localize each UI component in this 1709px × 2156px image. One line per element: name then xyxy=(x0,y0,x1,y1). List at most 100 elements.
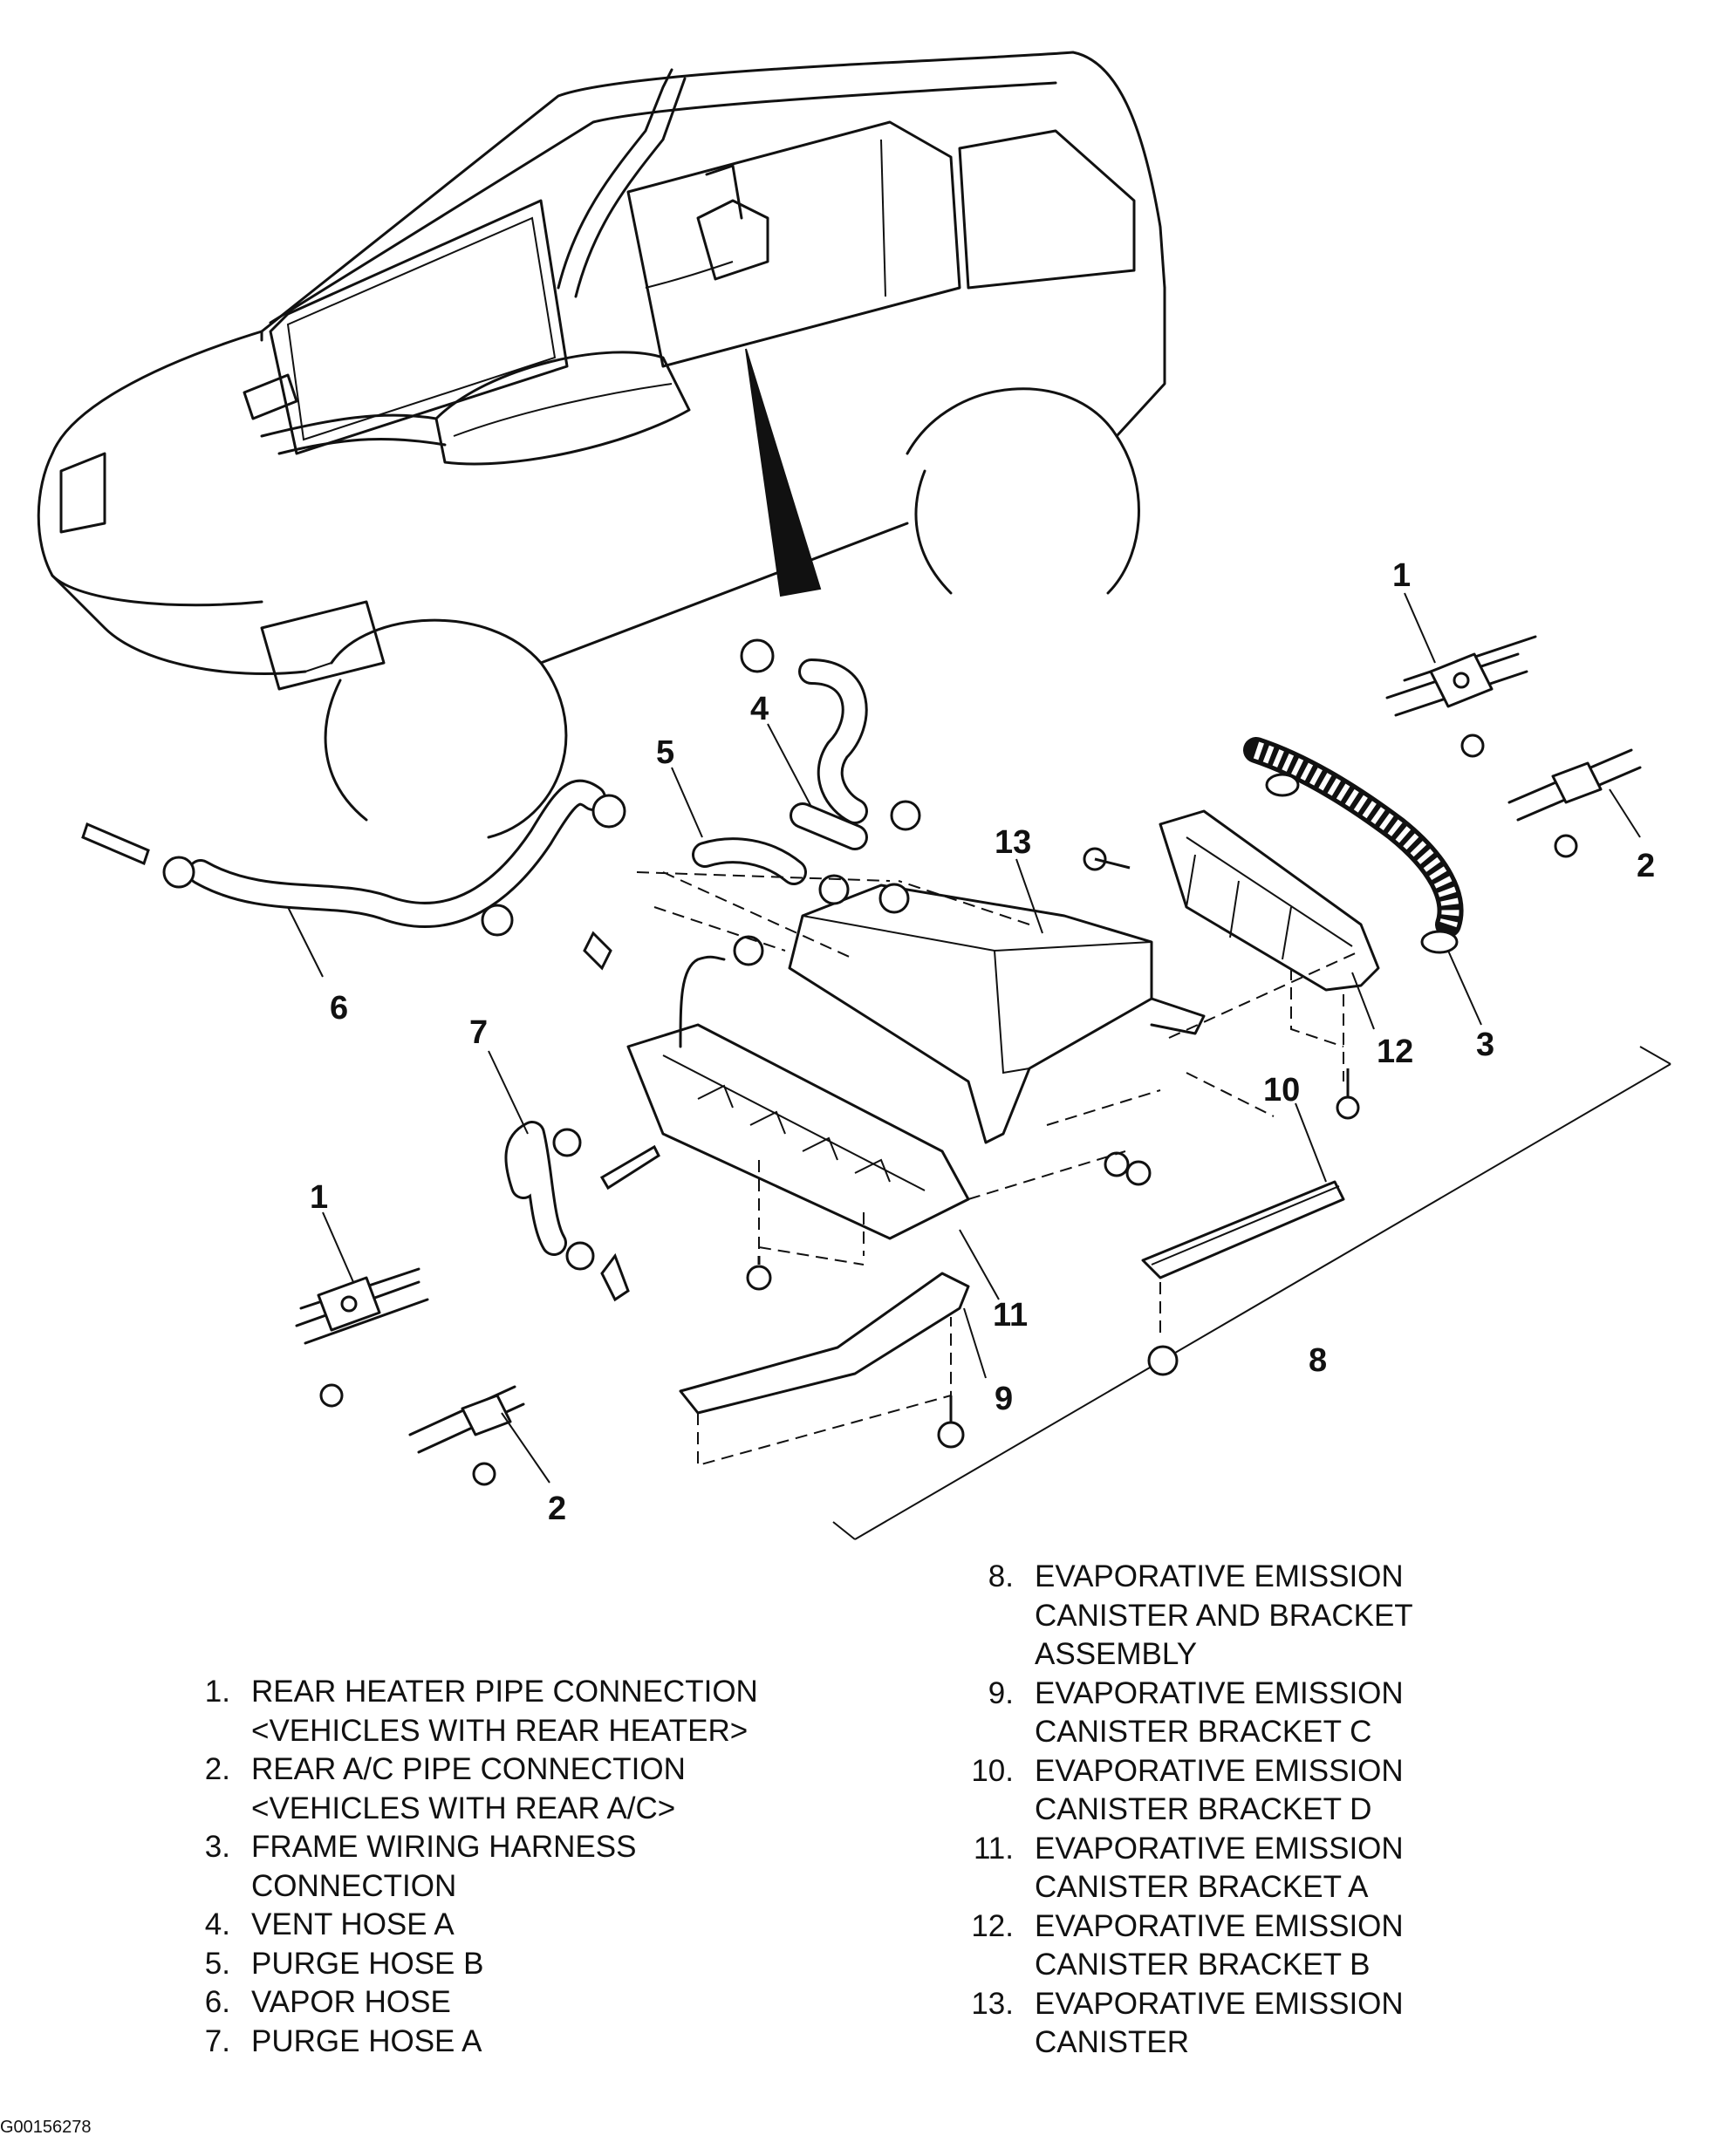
legend-item: 8. EVAPORATIVE EMISSION CANISTER AND BRACK… xyxy=(958,1558,1413,1675)
legend-item-text: VAPOR HOSE xyxy=(251,1983,451,2023)
legend-item: 1. REAR HEATER PIPE CONNECTION <VEHICLES W… xyxy=(174,1673,758,1750)
legend-item-text: EVAPORATIVE EMISSION CANISTER BRACKET D xyxy=(1035,1752,1404,1830)
legend-item-text: PURGE HOSE B xyxy=(251,1945,483,1984)
callout-4: 4 xyxy=(750,691,769,727)
purge-hose-b xyxy=(692,837,807,885)
figure-id: G00156278 xyxy=(0,2118,92,2137)
legend-item: 12. EVAPORATIVE EMISSION CANISTER BRACKET … xyxy=(958,1907,1413,1985)
legend-item-text: FRAME WIRING HARNESS CONNECTION xyxy=(251,1828,636,1906)
legend-item-line: ASSEMBLY xyxy=(1035,1637,1198,1671)
legend-item-line: VENT HOSE A xyxy=(251,1907,455,1941)
legend-item-number: 11. xyxy=(973,1831,1014,1866)
legend-item-line: VAPOR HOSE xyxy=(251,1985,451,2019)
callout-6: 6 xyxy=(330,990,348,1027)
legend-item: 5. PURGE HOSE B xyxy=(174,1945,758,1984)
legend-item-text: REAR A/C PIPE CONNECTION <VEHICLES WITH R… xyxy=(251,1750,686,1828)
legend-item-line: EVAPORATIVE EMISSION xyxy=(1035,1753,1404,1788)
purge-hose-a xyxy=(504,1121,567,1256)
callout-3: 3 xyxy=(1476,1027,1494,1063)
legend-item-line: CANISTER AND BRACKET xyxy=(1035,1598,1413,1633)
legend-item: 11. EVAPORATIVE EMISSION CANISTER BRACKET … xyxy=(958,1830,1413,1907)
callout-11: 11 xyxy=(993,1297,1028,1334)
legend-item: 9. EVAPORATIVE EMISSION CANISTER BRACKET C xyxy=(958,1675,1413,1752)
legend-item: 2. REAR A/C PIPE CONNECTION <VEHICLES WITH… xyxy=(174,1750,758,1828)
legend-item-line: CONNECTION xyxy=(251,1868,457,1903)
legend-item-line: REAR HEATER PIPE CONNECTION xyxy=(251,1675,758,1709)
legend-item: 7. PURGE HOSE A xyxy=(174,2023,758,2062)
fuel-tank-and-piping xyxy=(243,68,769,466)
detail-pointer xyxy=(745,348,822,597)
legend-item-number: 1. xyxy=(204,1675,230,1709)
legend-item-line: CANISTER BRACKET D xyxy=(1035,1792,1372,1826)
callout-7: 7 xyxy=(469,1014,488,1051)
callout-1-left: 1 xyxy=(310,1179,328,1216)
legend-item-text: EVAPORATIVE EMISSION CANISTER BRACKET B xyxy=(1035,1907,1404,1985)
legend-item-line: EVAPORATIVE EMISSION xyxy=(1035,1559,1404,1593)
canister-bracket-c xyxy=(679,1272,970,1467)
legend-item-line: REAR A/C PIPE CONNECTION xyxy=(251,1752,686,1786)
exploded-parts-diagram: 1 2 3 4 5 6 7 8 9 10 11 12 13 1 2 xyxy=(37,51,1671,1540)
hose-clamps xyxy=(162,638,921,1302)
legend-item-number: 10. xyxy=(971,1753,1014,1788)
legend-item-number: 13. xyxy=(971,1986,1014,2021)
legend-item-number: 5. xyxy=(204,1946,230,1981)
canister-bracket-a xyxy=(626,1023,970,1266)
rear-heater-pipe-connection-right xyxy=(1385,635,1537,717)
legend-item-text: REAR HEATER PIPE CONNECTION <VEHICLES WIT… xyxy=(251,1673,758,1750)
callout-numbers: 1 2 3 4 5 6 7 8 9 10 11 12 13 1 2 xyxy=(310,557,1655,1527)
legend-item-line: EVAPORATIVE EMISSION xyxy=(1035,1986,1404,2021)
legend-item-number: 9. xyxy=(988,1675,1014,1710)
callout-2-right: 2 xyxy=(1637,848,1655,884)
legend-item-number: 12. xyxy=(971,1908,1014,1943)
legend-item-number: 7. xyxy=(204,2023,230,2058)
callout-5: 5 xyxy=(656,734,674,771)
legend-left: 1. REAR HEATER PIPE CONNECTION <VEHICLES W… xyxy=(174,1673,758,2061)
canister-pipe xyxy=(679,955,726,1048)
rear-ac-pipe-connection-left xyxy=(408,1385,525,1454)
legend-item: 6. VAPOR HOSE xyxy=(174,1983,758,2023)
legend-item: 13. EVAPORATIVE EMISSION CANISTER xyxy=(958,1985,1413,2063)
callout-1-right: 1 xyxy=(1392,557,1411,594)
legend-item-text: PURGE HOSE A xyxy=(251,2023,482,2062)
legend-item: 4. VENT HOSE A xyxy=(174,1906,758,1945)
legend-item-text: EVAPORATIVE EMISSION CANISTER xyxy=(1035,1985,1404,2063)
legend-item-line: <VEHICLES WITH REAR HEATER> xyxy=(251,1713,749,1748)
legend-item-line: <VEHICLES WITH REAR A/C> xyxy=(251,1791,676,1825)
legend-item-line: EVAPORATIVE EMISSION xyxy=(1035,1908,1404,1943)
callout-2-left: 2 xyxy=(548,1491,566,1527)
legend-item-line: CANISTER BRACKET B xyxy=(1035,1948,1371,1982)
legend-item-number: 4. xyxy=(204,1907,230,1941)
legend-right: 8. EVAPORATIVE EMISSION CANISTER AND BRACK… xyxy=(958,1558,1413,2063)
canister-bracket-b xyxy=(1159,809,1380,1081)
legend-item-text: EVAPORATIVE EMISSION CANISTER BRACKET A xyxy=(1035,1830,1404,1907)
legend-item-line: PURGE HOSE B xyxy=(251,1946,484,1981)
legend-item-text: EVAPORATIVE EMISSION CANISTER AND BRACKET… xyxy=(1035,1558,1413,1675)
rear-heater-pipe-connection-left xyxy=(295,1267,429,1345)
callout-8: 8 xyxy=(1309,1342,1327,1379)
assembly-bracket-line xyxy=(832,1046,1671,1540)
legend-item-number: 2. xyxy=(204,1752,230,1786)
callout-9: 9 xyxy=(995,1381,1013,1417)
legend-item-line: FRAME WIRING HARNESS xyxy=(251,1830,637,1864)
legend-item-line: PURGE HOSE A xyxy=(251,2023,482,2058)
vapor-hose xyxy=(188,779,606,928)
leader-lines xyxy=(287,592,1641,1484)
fasteners xyxy=(81,733,1578,1486)
callout-10: 10 xyxy=(1263,1072,1300,1109)
legend-item: 10. EVAPORATIVE EMISSION CANISTER BRACKET … xyxy=(958,1752,1413,1830)
legend-item-number: 6. xyxy=(204,1985,230,2019)
legend-item-line: CANISTER xyxy=(1035,2025,1189,2059)
legend-item-text: EVAPORATIVE EMISSION CANISTER BRACKET C xyxy=(1035,1675,1404,1752)
legend-item-line: EVAPORATIVE EMISSION xyxy=(1035,1675,1404,1710)
legend-item-number: 8. xyxy=(988,1559,1014,1593)
assembly-guide-lines xyxy=(636,871,1362,1200)
canister-bracket-d xyxy=(1141,1180,1345,1334)
legend-item-line: EVAPORATIVE EMISSION xyxy=(1035,1831,1404,1866)
legend-item-line: CANISTER BRACKET C xyxy=(1035,1715,1372,1749)
evaporative-emission-canister xyxy=(788,880,1206,1144)
legend-item-line: CANISTER BRACKET A xyxy=(1035,1870,1369,1904)
vehicle-outline xyxy=(37,51,1166,839)
callout-12: 12 xyxy=(1377,1034,1413,1070)
frame-wiring-harness xyxy=(1243,737,1464,954)
